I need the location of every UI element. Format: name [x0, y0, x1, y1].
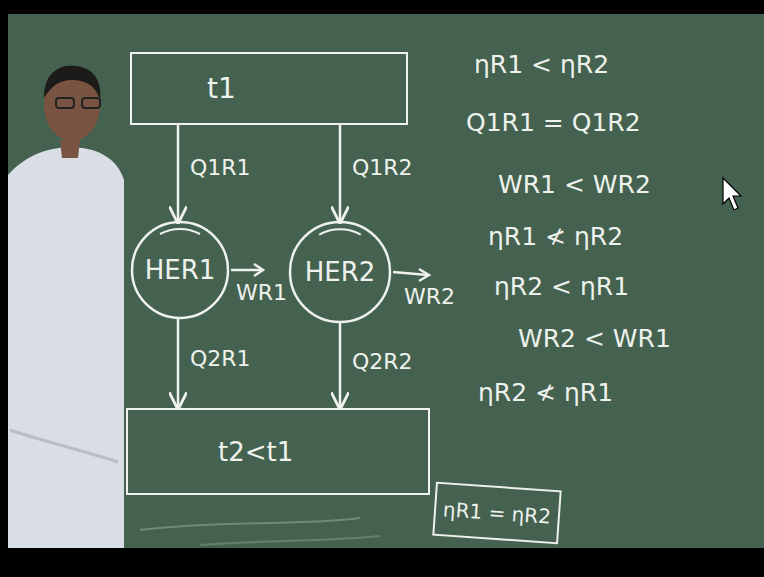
lecturer-neck — [60, 140, 80, 158]
lecturer-glasses — [56, 98, 74, 108]
heat-flow-arrow — [339, 322, 342, 408]
engine-circle — [132, 222, 228, 318]
heat-flow-arrow — [177, 125, 180, 222]
chalkboard — [8, 14, 764, 548]
equation-text: ηR1 < ηR2 — [474, 50, 609, 79]
node-text: t1 — [207, 72, 236, 105]
arrowhead — [254, 264, 263, 276]
work-label: WR2 — [404, 284, 455, 309]
mouse-cursor — [723, 178, 741, 210]
chalk-smudge — [200, 536, 380, 545]
heat-engine-circle: HER1 — [130, 220, 230, 320]
heat-label: Q1R1 — [190, 155, 251, 180]
equation-text: WR1 < WR2 — [498, 170, 651, 199]
hot-reservoir: t1 — [130, 52, 408, 125]
cycle-arrow — [160, 229, 200, 234]
heat-flow-arrow — [177, 318, 180, 408]
node-text: HER1 — [145, 255, 216, 285]
work-arrow — [231, 269, 262, 272]
lecturer-shirt — [8, 147, 124, 548]
heat-label: Q1R2 — [352, 155, 413, 180]
cycle-arrow — [319, 229, 361, 234]
heat-engine-circle: HER2 — [288, 220, 392, 324]
equation-text: ηR1 ≮ ηR2 — [488, 222, 623, 251]
equation-text: ηR2 < ηR1 — [494, 272, 629, 301]
work-label: WR1 — [236, 280, 287, 305]
equation-text: Q1R1 = Q1R2 — [466, 108, 641, 137]
equation-text: WR2 < WR1 — [518, 324, 671, 353]
engine-circle — [290, 222, 390, 322]
arrowhead — [419, 269, 429, 281]
node-text: t2<t1 — [218, 437, 293, 467]
node-text: ηR1 = ηR2 — [442, 497, 551, 528]
result-box: ηR1 = ηR2 — [432, 482, 561, 545]
cold-reservoir: t2<t1 — [126, 408, 430, 495]
lecturer-hair — [44, 66, 100, 100]
heat-label: Q2R1 — [190, 346, 251, 371]
node-text: HER2 — [305, 257, 376, 287]
heat-flow-arrow — [339, 125, 342, 222]
heat-label: Q2R2 — [352, 349, 413, 374]
lecturer-glasses — [82, 98, 100, 108]
lecturer-arm-fold — [10, 430, 118, 462]
chalk-smudge — [140, 518, 360, 530]
equation-text: ηR2 ≮ ηR1 — [478, 378, 613, 407]
